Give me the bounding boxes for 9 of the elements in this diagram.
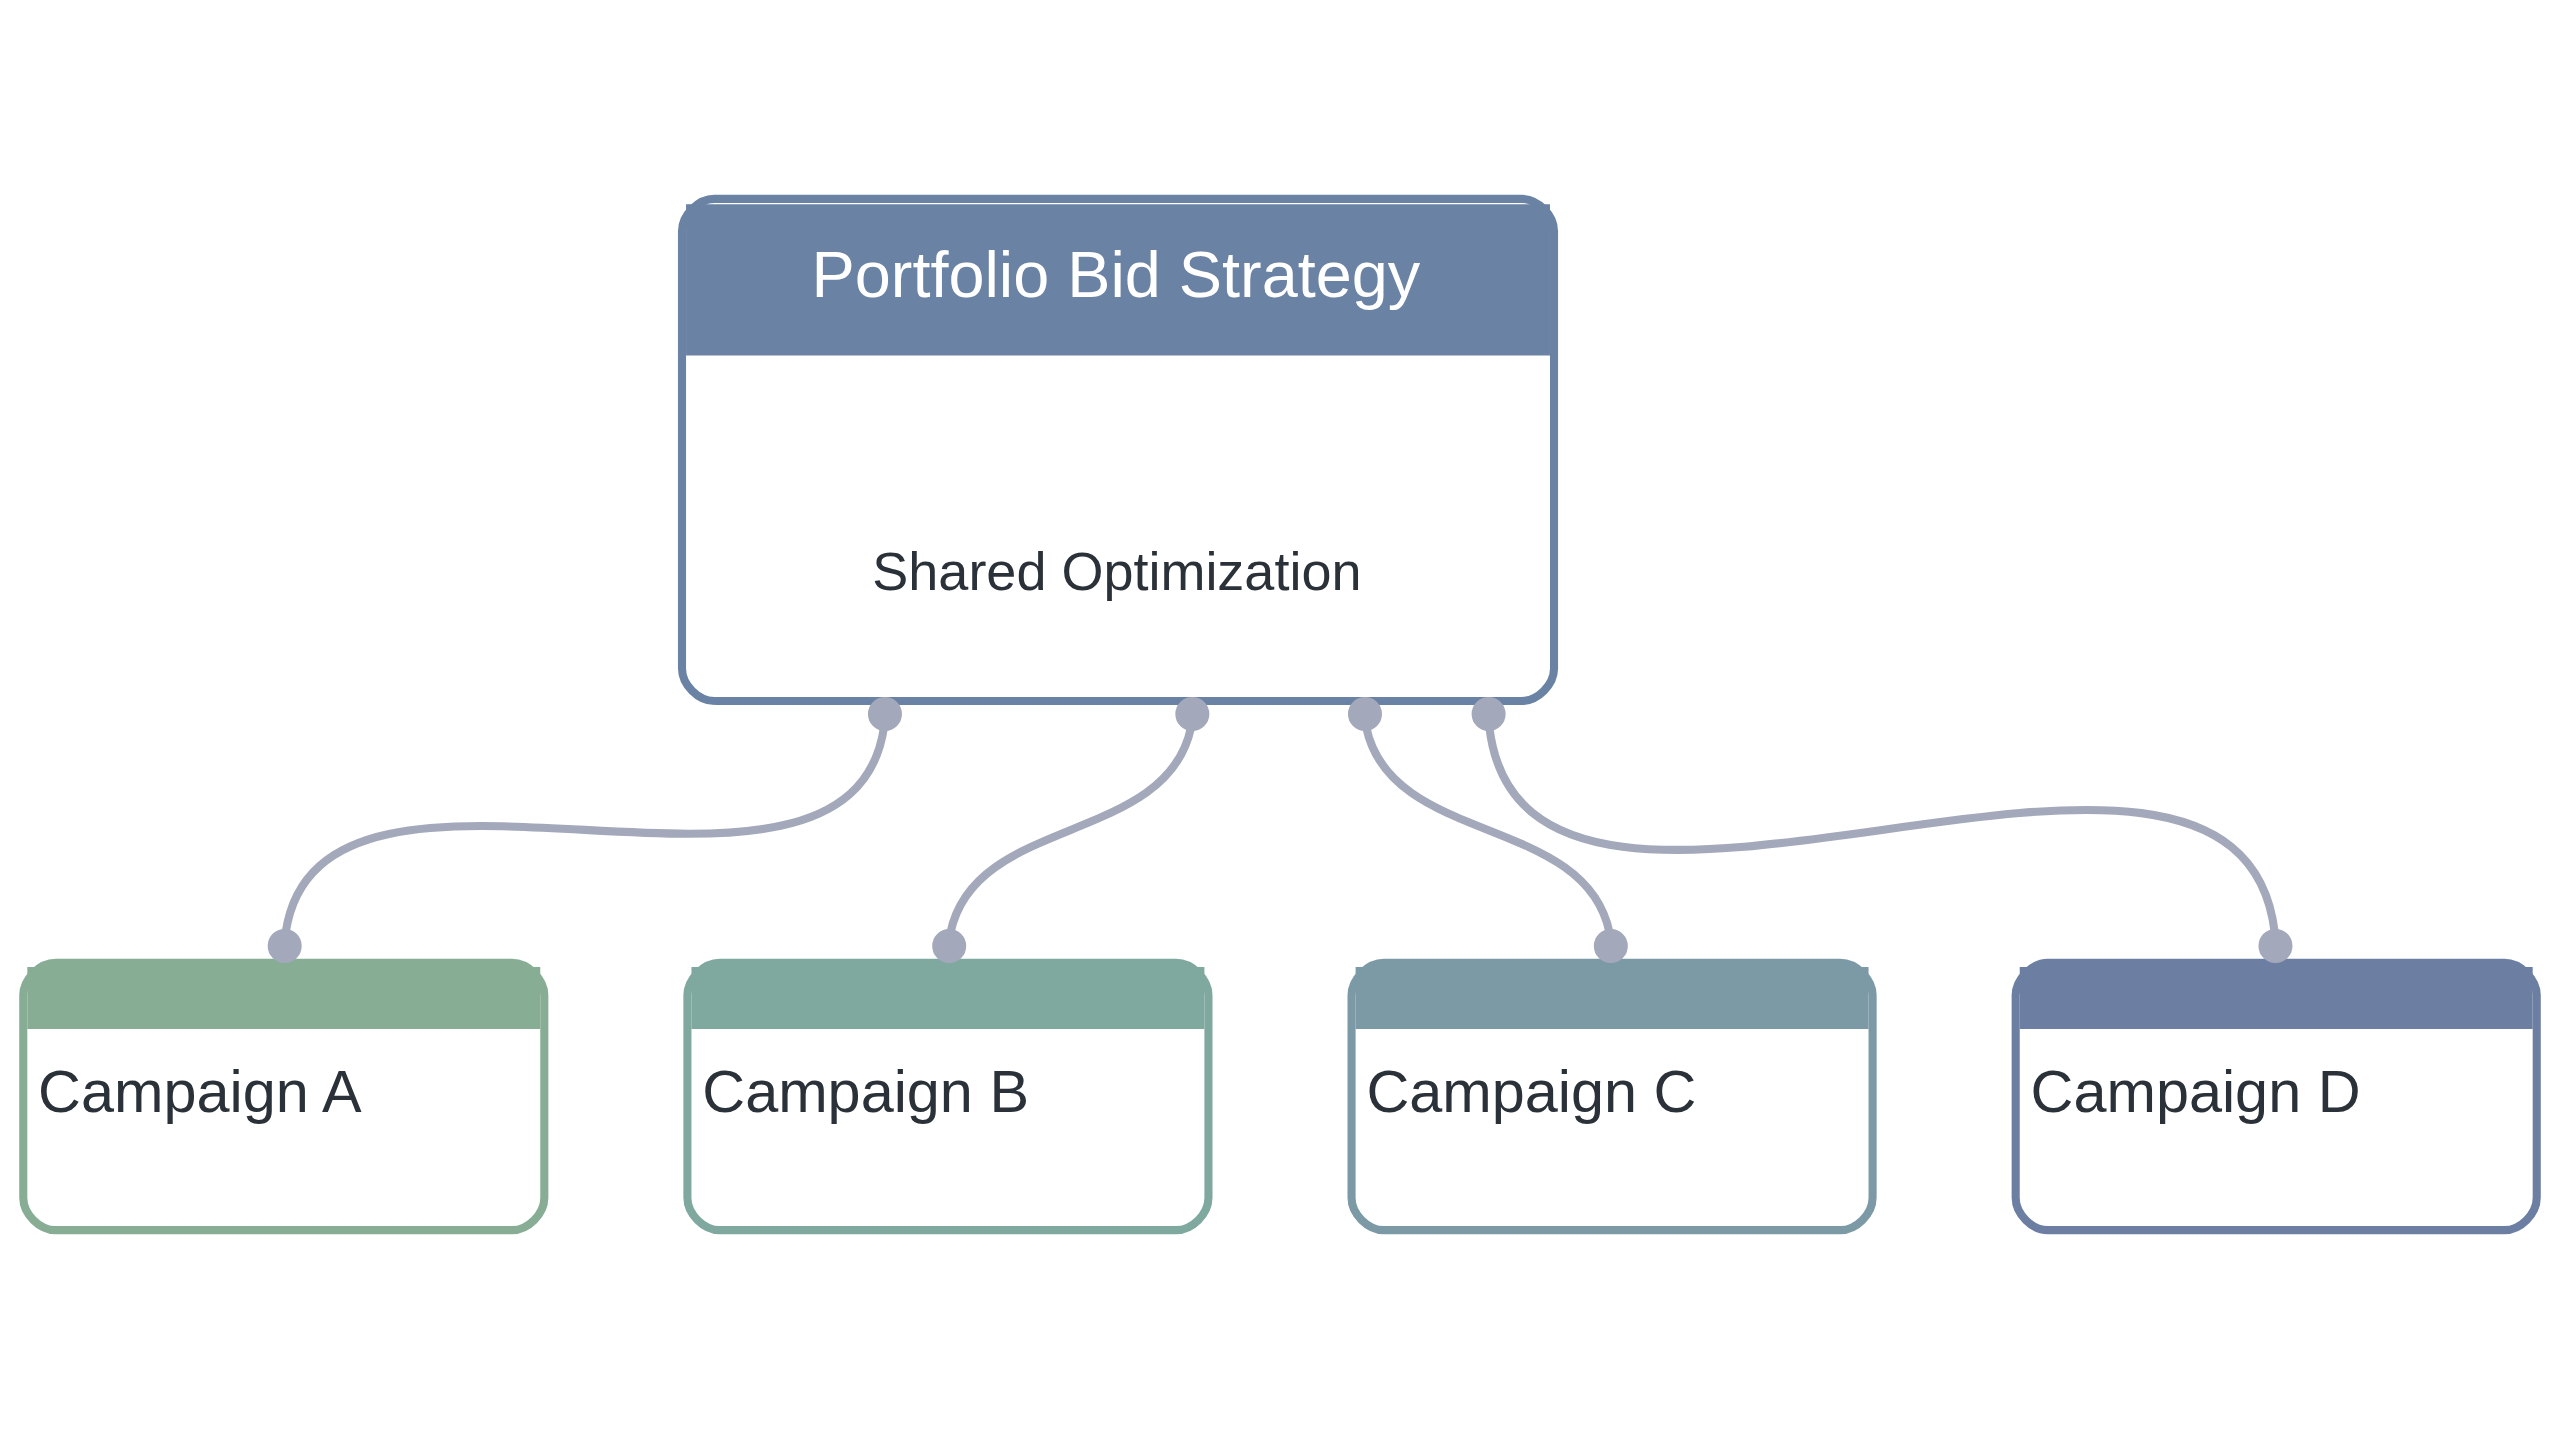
- node-box: Portfolio Bid Strategy Shared Optimization: [677, 194, 1559, 706]
- node-box: Campaign B: [683, 958, 1213, 1235]
- connector: [1471, 696, 2293, 963]
- node-box: Campaign D: [2011, 958, 2541, 1235]
- connector: [1347, 696, 1628, 963]
- node-box: Campaign A: [19, 958, 549, 1235]
- node-box: Campaign C: [1347, 958, 1877, 1235]
- connector: [932, 696, 1210, 963]
- connector: [267, 696, 902, 963]
